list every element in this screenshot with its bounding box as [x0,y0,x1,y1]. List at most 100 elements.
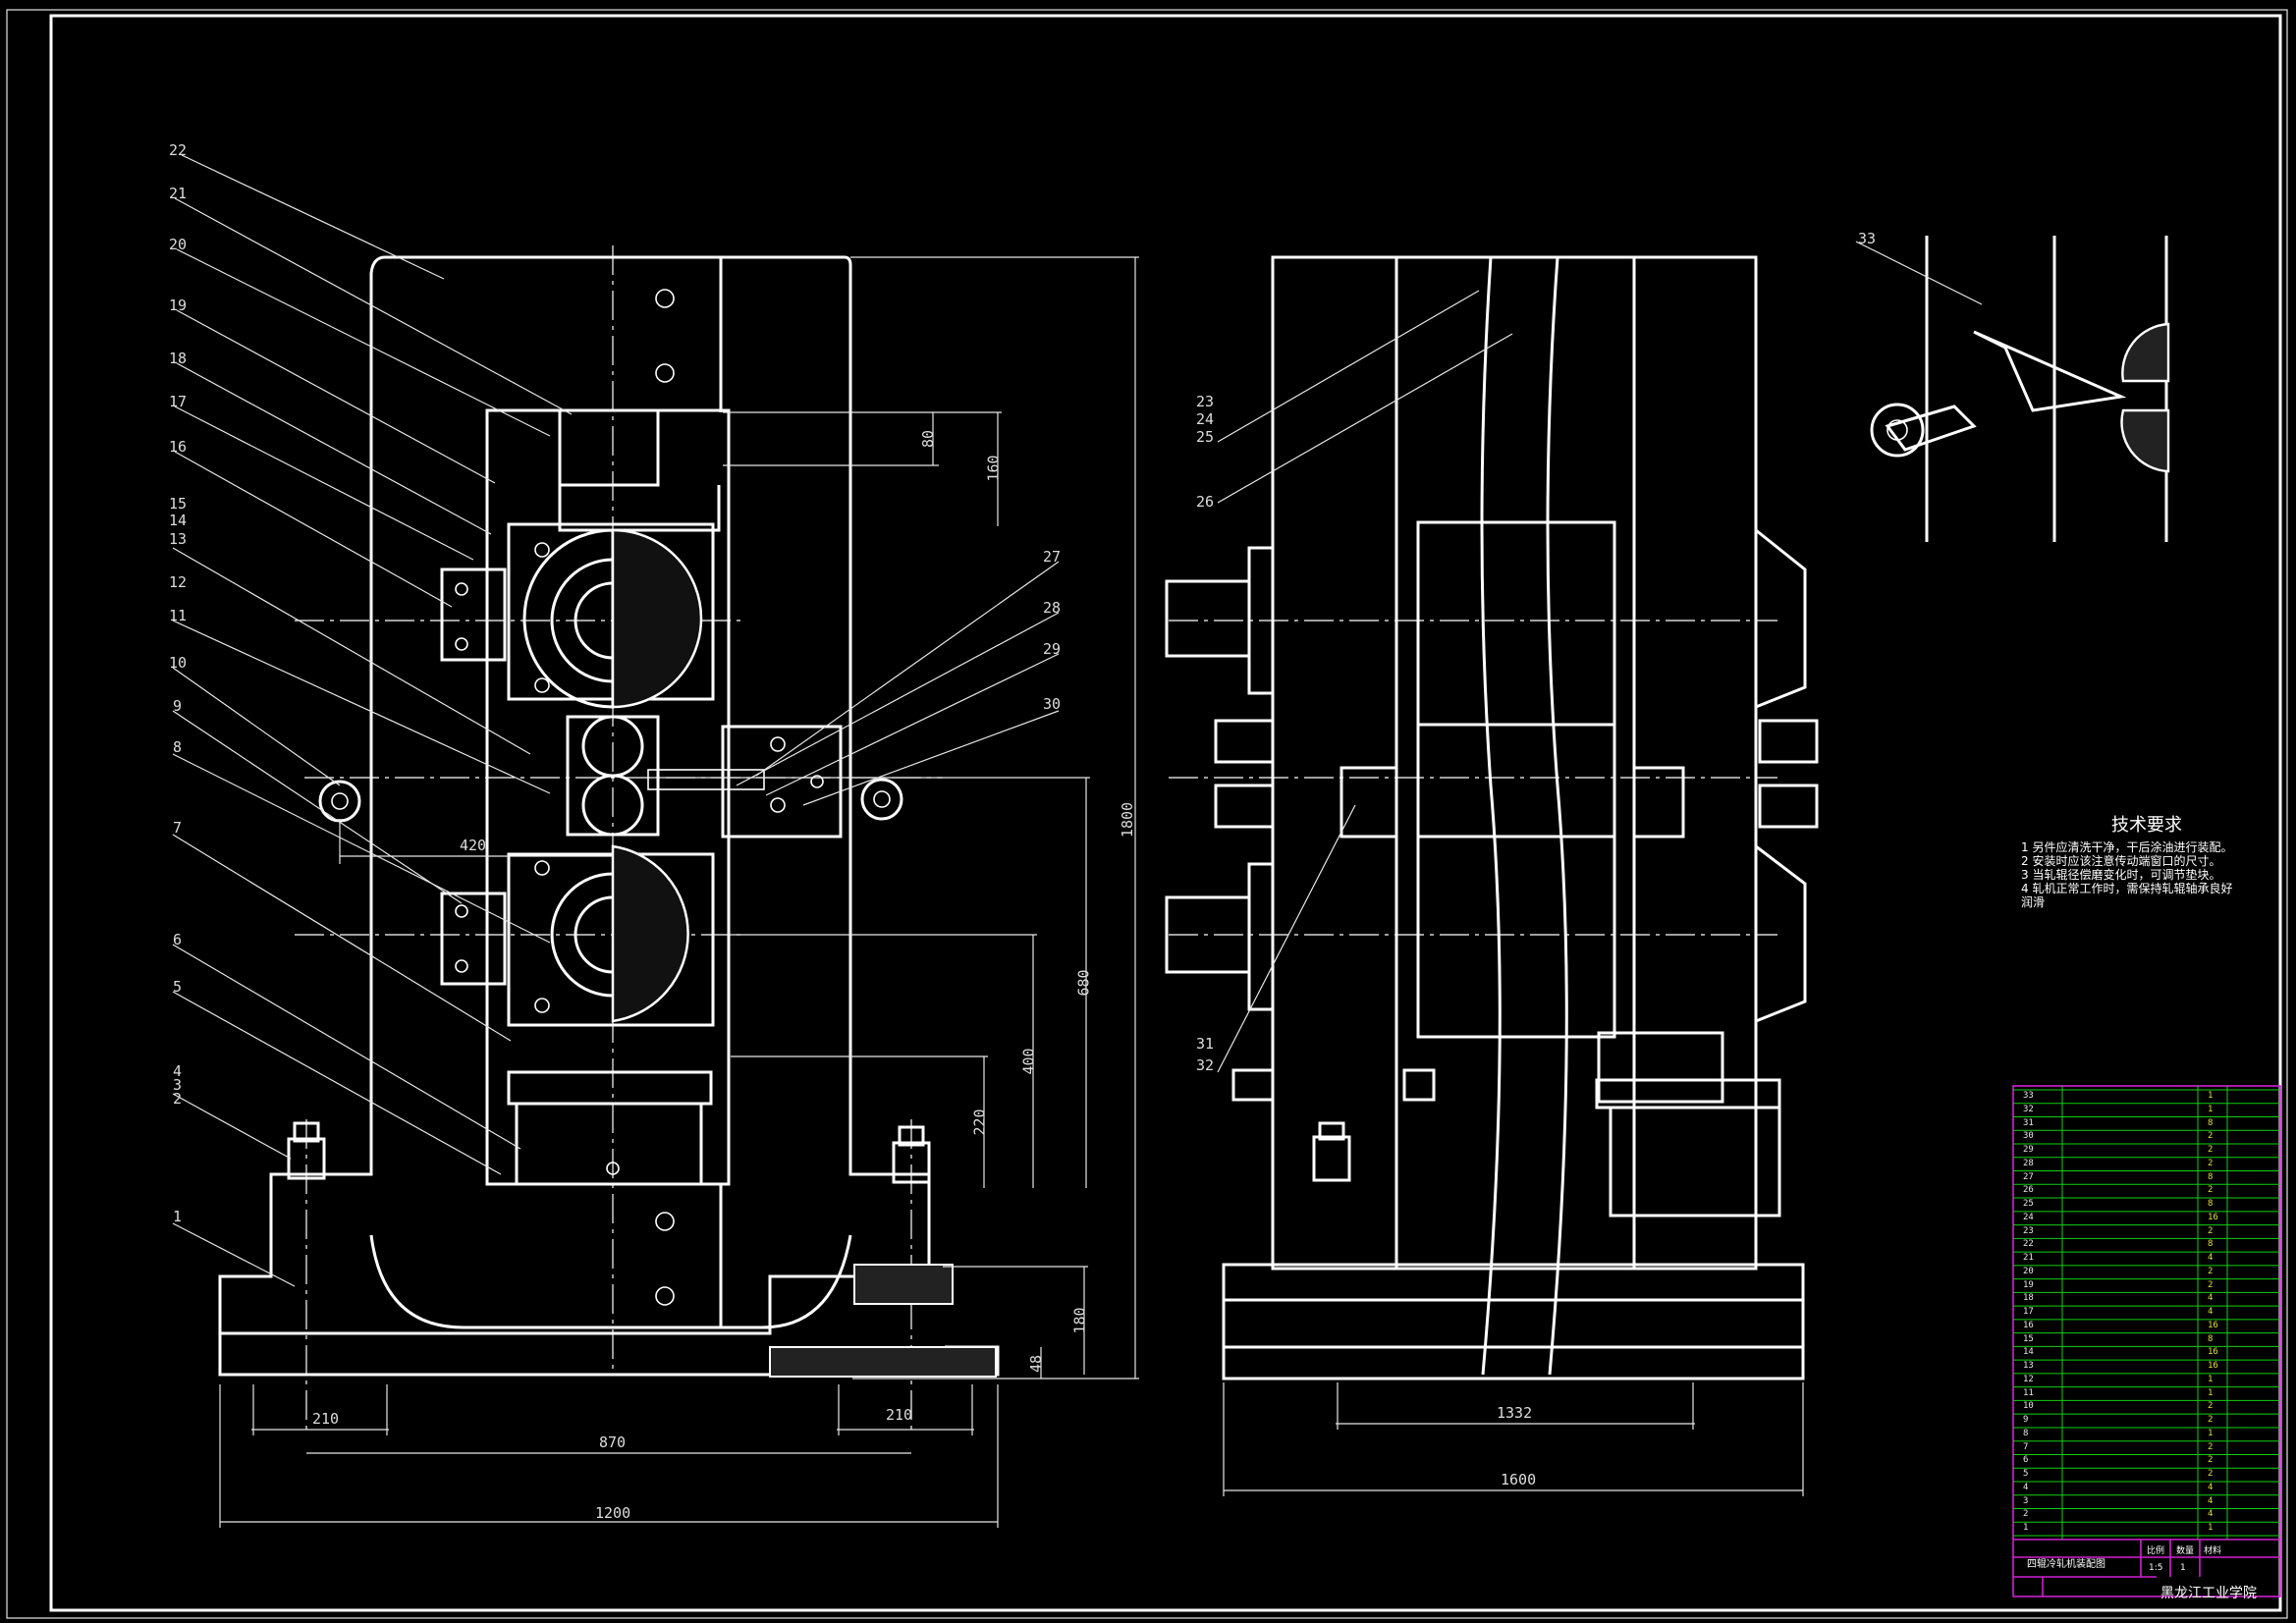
balloon-29: 29 [1043,640,1062,658]
bom-item-qty: 2 [2208,1441,2214,1452]
bom-item-qty: 2 [2208,1185,2214,1196]
bom-item-number: 16 [2023,1320,2034,1330]
dim-80: 80 [919,429,938,449]
balloon-8: 8 [173,738,183,756]
bom-item-number: 20 [2023,1266,2034,1276]
tech-line-1: 1 另件应清洗干净，干后涂油进行装配。 [2021,840,2233,854]
bom-item-qty: 2 [2208,1415,2214,1426]
tech-title: 技术要求 [2111,815,2182,836]
balloon-3: 3 [173,1076,183,1094]
bom-item-number: 26 [2023,1185,2034,1196]
balloon-15: 15 [169,495,188,513]
bom-item-number: 33 [2023,1091,2034,1101]
bom-item-qty: 1 [2208,1428,2214,1438]
balloon-7: 7 [173,819,183,837]
balloon-10: 10 [169,654,188,672]
bom-item-qty: 1 [2208,1374,2214,1384]
bom-item-number: 22 [2023,1239,2034,1250]
bom-item-number: 12 [2023,1374,2034,1384]
balloon-32: 32 [1196,1056,1215,1074]
bom-item-qty: 16 [2208,1361,2218,1372]
balloon-33: 33 [1858,230,1877,247]
bom-item-number: 1 [2023,1523,2029,1534]
bom-item-qty: 4 [2208,1293,2214,1304]
bom-item-qty: 1 [2208,1104,2214,1114]
dim-180: 180 [1070,1307,1089,1334]
bom-item-number: 10 [2023,1401,2034,1412]
sheet-inner-border [49,14,2282,1612]
dimension-lines-side [1217,290,1804,1496]
balloon-26: 26 [1196,493,1215,511]
mat-label: 材料 [2204,1546,2222,1556]
balloon-22: 22 [169,141,188,159]
balloon-31: 31 [1196,1035,1215,1053]
bom-item-number: 27 [2023,1171,2034,1182]
bom-item-qty: 8 [2208,1117,2214,1128]
tech-line-4: 4 轧机正常工作时，需保持轧辊轴承良好 [2021,882,2233,895]
bom-item-number: 2 [2023,1509,2029,1520]
balloon-27: 27 [1043,548,1062,566]
bom-item-qty: 2 [2208,1225,2214,1236]
balloon-13: 13 [169,530,188,548]
bom-item-qty: 2 [2208,1145,2214,1156]
bom-item-qty: 1 [2208,1523,2214,1534]
balloon-4: 4 [173,1062,183,1080]
bom-item-number: 4 [2023,1482,2029,1492]
balloon-17: 17 [169,393,188,410]
bom-item-qty: 2 [2208,1131,2214,1142]
balloon-20: 20 [169,236,188,253]
bom-item-qty: 16 [2208,1320,2218,1330]
bom-item-qty: 2 [2208,1469,2214,1480]
bom-item-qty: 4 [2208,1482,2214,1492]
dim-1600: 1600 [1501,1471,1537,1488]
school-name: 黑龙江工业学院 [2160,1586,2257,1601]
dim-420: 420 [460,837,487,854]
bom-item-number: 6 [2023,1455,2029,1466]
bom-item-qty: 16 [2208,1347,2218,1358]
dim-1800: 1800 [1119,801,1137,839]
dim-210-left: 210 [312,1410,340,1428]
balloon-16: 16 [169,438,188,456]
bom-item-number: 31 [2023,1117,2034,1128]
drawing-name: 四辊冷轧机装配图 [2027,1559,2105,1570]
balloon-28: 28 [1043,599,1062,617]
bom-item-number: 17 [2023,1307,2034,1318]
bom-item-number: 21 [2023,1253,2034,1264]
scale-label: 比例 [2147,1546,2165,1556]
balloon-12: 12 [169,573,188,591]
bom-item-number: 11 [2023,1387,2034,1398]
bom-table [2012,1085,2281,1597]
dim-1200: 1200 [595,1504,631,1522]
bom-item-number: 15 [2023,1333,2034,1344]
sheet-outer-border [6,9,2288,1619]
bom-item-number: 8 [2023,1428,2029,1438]
bom-item-number: 3 [2023,1495,2029,1506]
bom-item-number: 32 [2023,1104,2034,1114]
bom-item-qty: 2 [2208,1158,2214,1168]
dim-160: 160 [984,455,1003,482]
bom-item-number: 19 [2023,1279,2034,1290]
balloon-11: 11 [169,607,188,624]
dim-210-right: 210 [886,1406,913,1424]
bom-item-number: 18 [2023,1293,2034,1304]
bom-item-number: 5 [2023,1469,2029,1480]
bom-item-number: 23 [2023,1225,2034,1236]
bom-item-qty: 2 [2208,1279,2214,1290]
balloon-19: 19 [169,297,188,314]
balloon-21: 21 [169,185,188,202]
dim-400: 400 [1019,1048,1038,1075]
dimension-lines-front [219,256,1139,1528]
balloon-23: 23 [1196,393,1215,410]
balloon-14: 14 [169,512,188,529]
bom-item-qty: 4 [2208,1307,2214,1318]
bom-item-qty: 8 [2208,1199,2214,1210]
technical-requirements: 技术要求 1 另件应清洗干净，干后涂油进行装配。 2 安装时应该注意传动端窗口的… [2021,811,2286,909]
dim-870: 870 [599,1434,627,1451]
balloon-2: 2 [173,1090,183,1108]
balloon-5: 5 [173,978,183,996]
bom-item-qty: 8 [2208,1239,2214,1250]
tech-line-2: 2 安装时应该注意传动端窗口的尺寸。 [2021,854,2221,868]
balloon-18: 18 [169,350,188,367]
side-view [1165,255,1819,1496]
